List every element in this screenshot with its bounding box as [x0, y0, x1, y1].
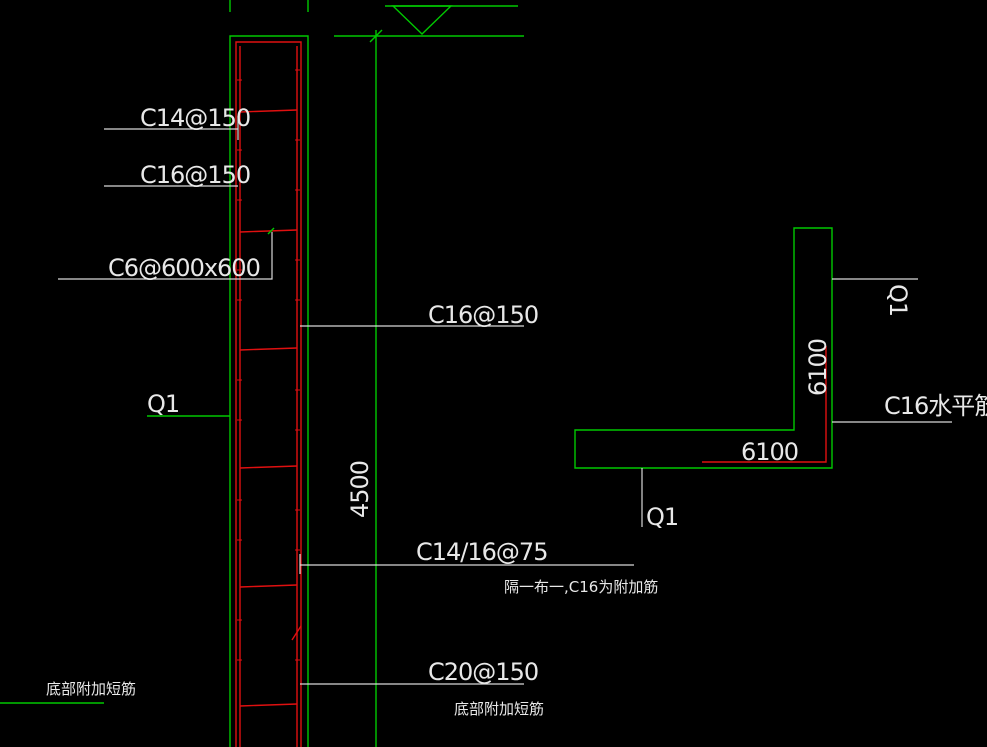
label-alt-note: 隔一布一,C16为附加筋 [504, 578, 658, 596]
label-q1-left: Q1 [147, 390, 179, 418]
label-q1-plan-top: Q1 [884, 284, 912, 316]
label-c16-horizontal: C16水平筋 [884, 392, 987, 420]
plan-leaders [641, 278, 952, 527]
label-dim-4500: 4500 [346, 461, 374, 518]
label-c14-16-75: C14/16@75 [416, 538, 547, 566]
leader-lines [0, 116, 634, 704]
rebar-ticks [237, 69, 300, 661]
plan-rebar [702, 346, 827, 463]
rebar-cage [235, 41, 302, 747]
label-c6-600x600: C6@600x600 [108, 254, 260, 282]
wall-outline [229, 0, 309, 747]
dimension-line-4500 [369, 29, 383, 747]
label-dim-6100-horizontal: 6100 [741, 438, 798, 466]
level-marker [334, 5, 524, 37]
label-c16-150-right: C16@150 [428, 301, 538, 329]
label-bottom-extra-left: 底部附加短筋 [46, 680, 136, 698]
label-bottom-extra-right: 底部附加短筋 [454, 700, 544, 718]
label-q1-plan-bottom: Q1 [646, 503, 678, 531]
label-c20-150: C20@150 [428, 658, 538, 686]
label-c14-150: C14@150 [140, 104, 250, 132]
wall-plan-outline [574, 227, 833, 469]
label-c16-150-left: C16@150 [140, 161, 250, 189]
label-dim-6100-vertical: 6100 [804, 339, 832, 396]
